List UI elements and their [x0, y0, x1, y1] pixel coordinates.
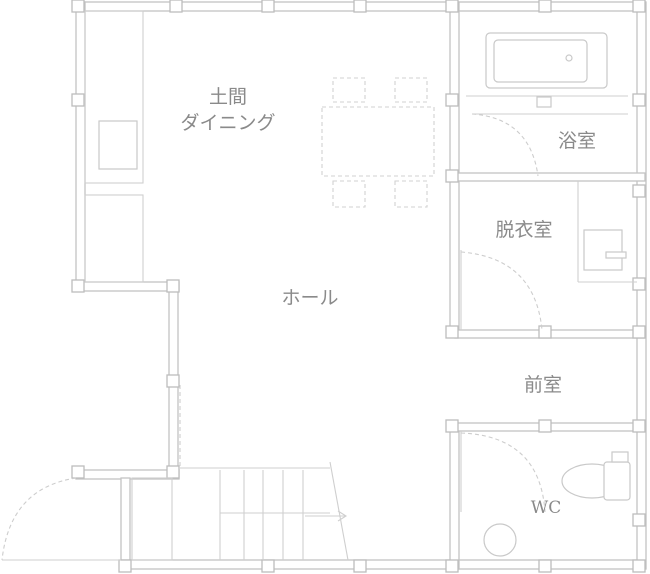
toilet — [483, 451, 631, 557]
room-label-wc: WC — [531, 498, 561, 518]
columns — [71, 0, 646, 573]
washbasin — [577, 181, 637, 283]
bath-door-swing — [471, 113, 539, 177]
room-label-bath: 浴室 — [558, 130, 596, 152]
staircase — [131, 461, 349, 561]
dining-table — [321, 77, 435, 208]
room-label-front-room: 前室 — [524, 374, 562, 396]
bathtub — [466, 32, 628, 115]
room-label-dining: ダイニング — [180, 112, 275, 134]
room-label-hall: ホール — [281, 287, 338, 309]
room-label-dressing: 脱衣室 — [495, 219, 552, 241]
room-label-doma: 土間 — [209, 86, 247, 108]
entry-door — [1, 477, 121, 561]
wc-door — [460, 431, 546, 513]
dressing-door — [460, 250, 543, 331]
kitchen-counter — [84, 10, 144, 283]
